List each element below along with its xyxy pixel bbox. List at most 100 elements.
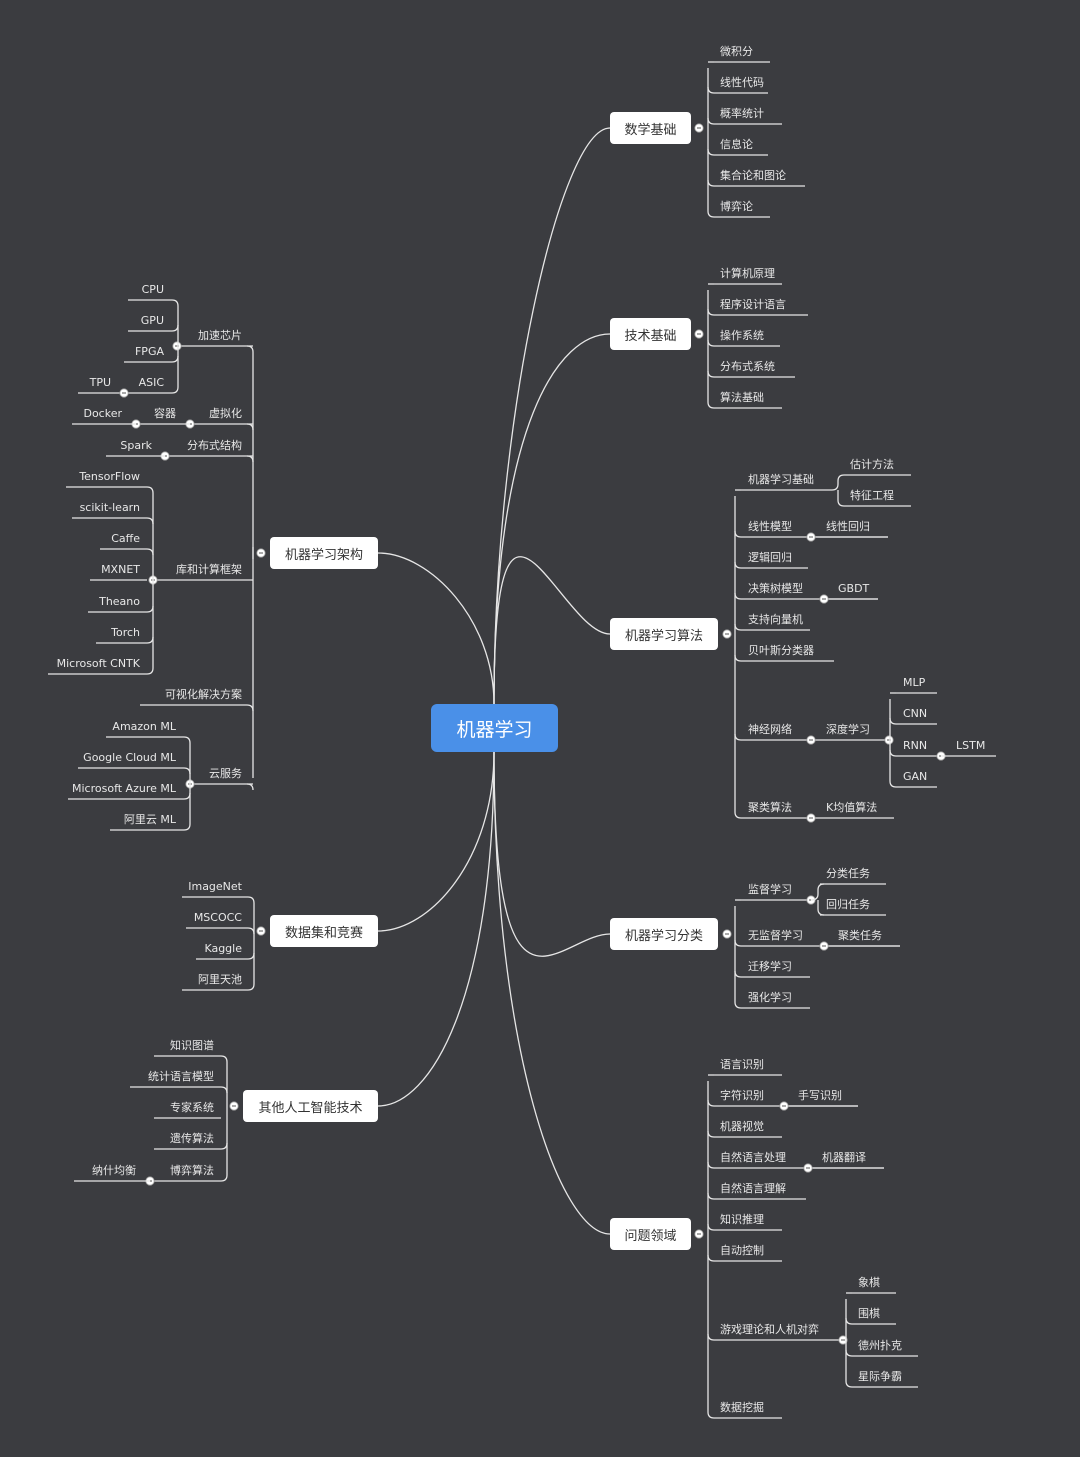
- arch-cpu[interactable]: CPU: [141, 283, 164, 296]
- node-algo[interactable]: 机器学习算法: [610, 618, 718, 650]
- leaf-math[interactable]: 博弈论: [720, 200, 753, 213]
- arch-tpu[interactable]: TPU: [89, 376, 111, 389]
- algo-nn[interactable]: 神经网络: [748, 723, 792, 736]
- algo-lstm[interactable]: LSTM: [956, 739, 986, 752]
- other-item[interactable]: 统计语言模型: [148, 1070, 214, 1083]
- arch-lib-item[interactable]: Caffe: [111, 532, 140, 545]
- arch-fpga[interactable]: FPGA: [134, 345, 164, 358]
- algo-linreg[interactable]: 线性回归: [826, 520, 870, 533]
- connector: [837, 490, 845, 507]
- arch-cloud-item[interactable]: 阿里云 ML: [123, 813, 176, 826]
- domain-nlu[interactable]: 自然语言理解: [720, 1182, 786, 1195]
- algo-logistic[interactable]: 逻辑回归: [748, 551, 792, 564]
- domain-char[interactable]: 字符识别: [720, 1089, 764, 1102]
- leaf-tech[interactable]: 分布式系统: [720, 360, 775, 373]
- arch-lib-item[interactable]: Theano: [99, 595, 140, 608]
- other-item[interactable]: 遗传算法: [170, 1132, 214, 1145]
- leaf-math[interactable]: 信息论: [720, 138, 753, 151]
- arch-lib-item[interactable]: Torch: [111, 626, 140, 639]
- connector: [146, 486, 154, 494]
- leaf-tech[interactable]: 操作系统: [720, 329, 764, 342]
- connector: [246, 455, 254, 463]
- node-arch[interactable]: 机器学习架构: [270, 537, 378, 569]
- arch-virt[interactable]: 虚拟化: [209, 407, 242, 420]
- node-tech[interactable]: 技术基础: [610, 318, 691, 350]
- domain-sc[interactable]: 星际争霸: [858, 1370, 902, 1383]
- domain-chess[interactable]: 象棋: [858, 1276, 880, 1289]
- data-item[interactable]: MSCOCC: [193, 911, 242, 924]
- node-math[interactable]: 数学基础: [610, 112, 691, 144]
- other-nash[interactable]: 纳什均衡: [92, 1164, 136, 1177]
- arch-vis[interactable]: 可视化解决方案: [165, 688, 242, 701]
- domain-auto[interactable]: 自动控制: [720, 1244, 764, 1257]
- data-item[interactable]: ImageNet: [188, 880, 242, 893]
- arch-lib-item[interactable]: scikit-learn: [79, 501, 140, 514]
- algo-basics[interactable]: 机器学习基础: [748, 473, 814, 486]
- domain-nlp[interactable]: 自然语言处理: [720, 1151, 786, 1164]
- leaf-math[interactable]: 微积分: [720, 45, 753, 58]
- algo-estimate[interactable]: 估计方法: [850, 458, 894, 471]
- algo-rnn[interactable]: RNN: [903, 739, 928, 752]
- class-rl[interactable]: 强化学习: [748, 991, 792, 1004]
- other-item[interactable]: 知识图谱: [170, 1039, 214, 1052]
- class-cls[interactable]: 分类任务: [826, 867, 870, 880]
- connector: [707, 1254, 715, 1262]
- leaf-tech[interactable]: 程序设计语言: [720, 298, 786, 311]
- arch-lib-item[interactable]: TensorFlow: [79, 470, 140, 483]
- data-item[interactable]: 阿里天池: [198, 973, 242, 986]
- domain-cv[interactable]: 机器视觉: [720, 1120, 764, 1133]
- root-node[interactable]: 机器学习: [431, 704, 558, 752]
- domain-poker[interactable]: 德州扑克: [858, 1339, 902, 1352]
- algo-gbdt[interactable]: GBDT: [838, 582, 870, 595]
- node-data[interactable]: 数据集和竞赛: [270, 915, 378, 947]
- algo-svm[interactable]: 支持向量机: [748, 613, 803, 626]
- leaf-tech[interactable]: 计算机原理: [720, 267, 775, 280]
- arch-docker[interactable]: Docker: [83, 407, 122, 420]
- arch-chip[interactable]: 加速芯片: [198, 329, 242, 342]
- arch-cloud-item[interactable]: Amazon ML: [112, 720, 176, 733]
- node-domain[interactable]: 问题领域: [610, 1218, 691, 1250]
- algo-cnn[interactable]: CNN: [903, 707, 928, 720]
- algo-cluster[interactable]: 聚类算法: [748, 801, 792, 814]
- algo-deep[interactable]: 深度学习: [826, 723, 870, 736]
- algo-mlp[interactable]: MLP: [903, 676, 926, 689]
- arch-lib[interactable]: 库和计算框架: [176, 563, 242, 576]
- leaf-math[interactable]: 线性代码: [720, 76, 764, 89]
- algo-tree[interactable]: 决策树模型: [748, 582, 803, 595]
- leaf-math[interactable]: 集合论和图论: [720, 169, 786, 182]
- domain-mt[interactable]: 机器翻译: [822, 1151, 866, 1164]
- domain-game[interactable]: 游戏理论和人机对弈: [720, 1323, 819, 1336]
- arch-spark[interactable]: Spark: [120, 439, 152, 452]
- node-class[interactable]: 机器学习分类: [610, 918, 718, 950]
- other-item[interactable]: 博弈算法: [170, 1164, 214, 1177]
- leaf-tech[interactable]: 算法基础: [720, 391, 764, 404]
- algo-linear[interactable]: 线性模型: [748, 520, 792, 533]
- class-reg[interactable]: 回归任务: [826, 898, 870, 911]
- algo-gan[interactable]: GAN: [903, 770, 928, 783]
- arch-asic[interactable]: ASIC: [138, 376, 164, 389]
- domain-hand[interactable]: 手写识别: [798, 1089, 842, 1102]
- domain-speech[interactable]: 语言识别: [720, 1058, 764, 1071]
- arch-cloud-item[interactable]: Microsoft Azure ML: [72, 782, 176, 795]
- leaf-math[interactable]: 概率统计: [720, 107, 764, 120]
- arch-cloud[interactable]: 云服务: [209, 767, 242, 780]
- algo-bayes[interactable]: 贝叶斯分类器: [748, 644, 814, 657]
- arch-dist[interactable]: 分布式结构: [187, 439, 242, 452]
- other-item[interactable]: 专家系统: [170, 1101, 214, 1114]
- arch-gpu[interactable]: GPU: [140, 314, 164, 327]
- class-cluster[interactable]: 聚类任务: [838, 929, 882, 942]
- arch-lib-item[interactable]: Microsoft CNTK: [56, 657, 140, 670]
- domain-dm[interactable]: 数据挖掘: [720, 1401, 764, 1414]
- domain-kr[interactable]: 知识推理: [720, 1213, 764, 1226]
- data-item[interactable]: Kaggle: [204, 942, 242, 955]
- algo-kmeans[interactable]: K均值算法: [826, 801, 878, 814]
- arch-lib-item[interactable]: MXNET: [101, 563, 140, 576]
- domain-go[interactable]: 围棋: [858, 1307, 880, 1320]
- class-supervised[interactable]: 监督学习: [748, 883, 792, 896]
- class-unsup[interactable]: 无监督学习: [748, 929, 803, 942]
- algo-feature[interactable]: 特征工程: [850, 489, 894, 502]
- class-transfer[interactable]: 迁移学习: [748, 960, 792, 973]
- arch-container[interactable]: 容器: [154, 407, 176, 420]
- arch-cloud-item[interactable]: Google Cloud ML: [83, 751, 176, 764]
- node-other[interactable]: 其他人工智能技术: [243, 1090, 378, 1122]
